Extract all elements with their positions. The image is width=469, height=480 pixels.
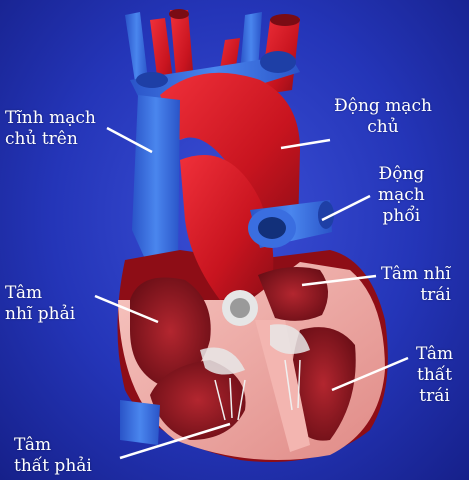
label-right-ventricle: Tâm thất phải — [14, 435, 92, 477]
left-ventricle-line-2: thất — [416, 365, 453, 386]
label-right-atrium: Tâm nhĩ phải — [5, 283, 75, 325]
left-ventricle-line-1: Tâm — [416, 344, 453, 365]
right-ventricle-line-1: Tâm — [14, 435, 92, 456]
svc-line-1: Tĩnh mạch — [5, 108, 96, 129]
inferior-vena-cava — [120, 400, 160, 445]
label-aorta: Động mạch chủ — [334, 96, 432, 138]
left-atrium-line-2: trái — [381, 285, 451, 306]
svc-line-2: chủ trên — [5, 129, 96, 150]
superior-vena-cava — [132, 95, 180, 270]
pulmonary-line-3: phổi — [378, 206, 425, 227]
label-pulmonary-artery: Động mạch phổi — [378, 164, 425, 227]
aorta-line-1: Động mạch — [334, 96, 432, 117]
pulmonary-line-2: mạch — [378, 185, 425, 206]
right-atrium-line-2: nhĩ phải — [5, 304, 75, 325]
label-left-ventricle: Tâm thất trái — [416, 344, 453, 407]
right-ventricle-line-2: thất phải — [14, 456, 92, 477]
pulmonary-line-1: Động — [378, 164, 425, 185]
left-atrium-line-1: Tâm nhĩ — [381, 264, 451, 285]
left-ventricle-line-3: trái — [416, 386, 453, 407]
right-atrium-line-1: Tâm — [5, 283, 75, 304]
label-left-atrium: Tâm nhĩ trái — [381, 264, 451, 306]
aorta-line-2: chủ — [334, 117, 432, 138]
label-superior-vena-cava: Tĩnh mạch chủ trên — [5, 108, 96, 150]
